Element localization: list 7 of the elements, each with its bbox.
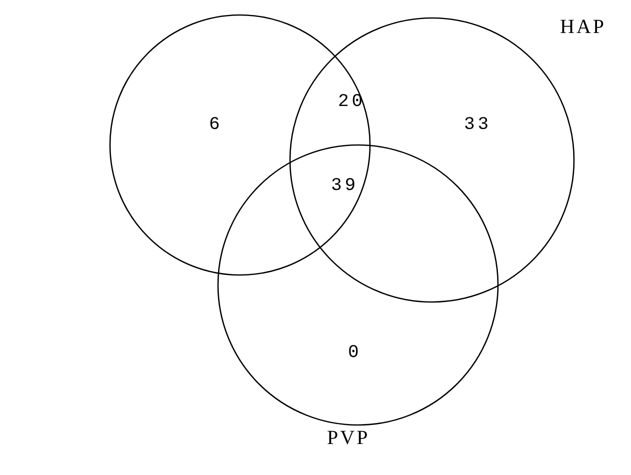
set-label: HAP bbox=[560, 16, 606, 39]
region-count: 39 bbox=[331, 176, 359, 196]
set-label: PVP bbox=[327, 427, 370, 450]
region-count: 0 bbox=[348, 343, 362, 363]
region-count: 33 bbox=[464, 115, 492, 135]
region-count: 20 bbox=[338, 92, 366, 112]
region-count: 6 bbox=[209, 115, 223, 135]
